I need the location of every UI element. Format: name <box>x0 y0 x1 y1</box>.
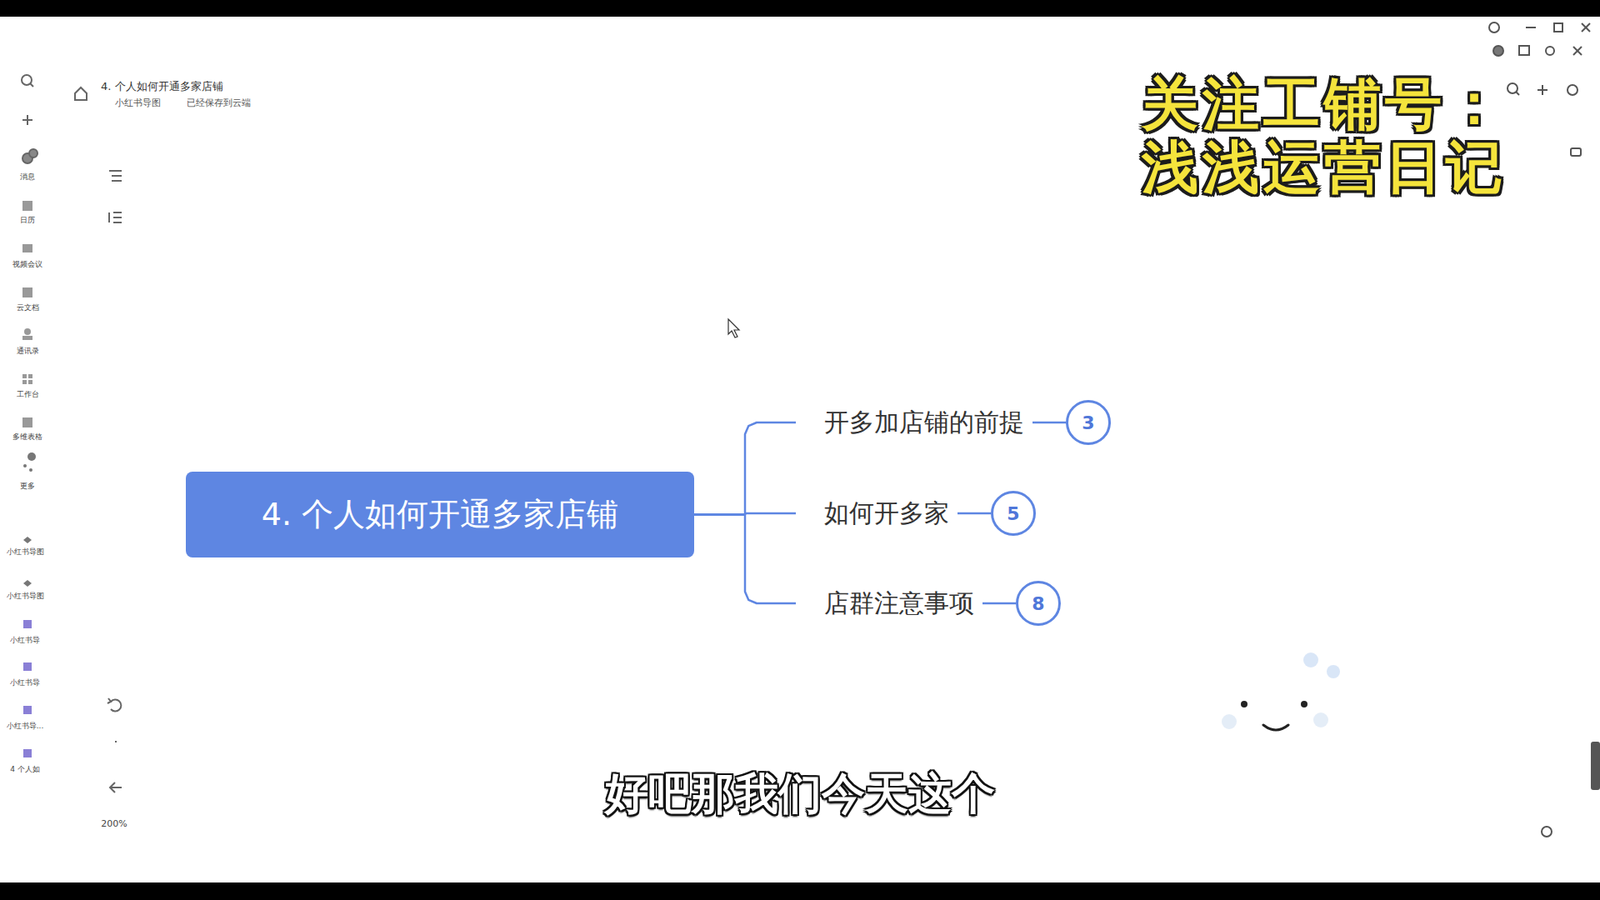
root-topic: 4. 个人如何开通多家店铺 <box>185 471 695 558</box>
scroll-handle <box>1590 741 1600 790</box>
topic-text: 3 <box>1081 412 1095 434</box>
sidebar-label: 云文档 <box>16 302 40 314</box>
sidebar-label: 工作台 <box>16 389 40 400</box>
recent-doc: 4 个人如 <box>10 764 40 775</box>
branch-topic: 开多加店铺的前提 <box>795 400 1033 445</box>
branch-connector <box>1032 421 1066 425</box>
sidebar-label: 多维表格 <box>12 431 43 443</box>
topic-text: 开多加店铺的前提 <box>824 405 1025 440</box>
branch-connector <box>694 422 796 515</box>
topic-text: 店群注意事项 <box>824 586 975 621</box>
recent-doc: 小红书导图 <box>6 590 45 602</box>
topic-text: 4. 个人如何开通多家店铺 <box>261 493 619 536</box>
branch-topic: 如何开多家 <box>795 491 958 536</box>
topic-text: 5 <box>1006 503 1020 525</box>
mouse-cursor <box>728 319 740 338</box>
video-subtitle: 好吧那我们今天这个 <box>605 765 995 824</box>
watermark: 关注工铺号： <box>1141 66 1507 143</box>
window-controls <box>1489 22 1590 837</box>
topic-text: 如何开多家 <box>824 496 950 531</box>
sidebar-label: 通讯录 <box>16 345 40 357</box>
branch-connector <box>957 512 991 515</box>
branch-topic: 店群注意事项 <box>795 581 983 626</box>
save-status: 已经保存到云端 <box>186 96 251 110</box>
smiley-sticker <box>1221 652 1340 730</box>
sidebar-label: 消息 <box>20 171 35 183</box>
recent-doc: 小红书导 <box>10 677 40 689</box>
sidebar-label: 更多 <box>20 480 35 492</box>
collapse-count: 8 <box>1015 580 1061 626</box>
recent-doc: 小红书导... <box>6 720 45 732</box>
bottom-bar <box>0 882 1600 900</box>
collapse-count: 5 <box>990 490 1036 536</box>
zoom-level: 200% <box>100 818 127 830</box>
folder-name: 小红书导图 <box>115 96 161 110</box>
recent-doc: 小红书导 <box>10 635 40 646</box>
topic-text: 8 <box>1031 593 1045 615</box>
collapse-count: 3 <box>1065 400 1111 445</box>
top-bar <box>0 0 1600 17</box>
sidebar-icons <box>21 75 122 793</box>
sidebar-label: 日历 <box>20 215 35 226</box>
document-title: 4. 个人如何开通多家店铺 <box>100 79 224 95</box>
branch-connector <box>982 602 1016 605</box>
branch-connector <box>694 515 796 605</box>
sidebar-label: 视频会议 <box>12 259 43 270</box>
recent-doc: 小红书导图 <box>6 546 45 558</box>
watermark: 浅浅运营日记 <box>1141 130 1507 206</box>
